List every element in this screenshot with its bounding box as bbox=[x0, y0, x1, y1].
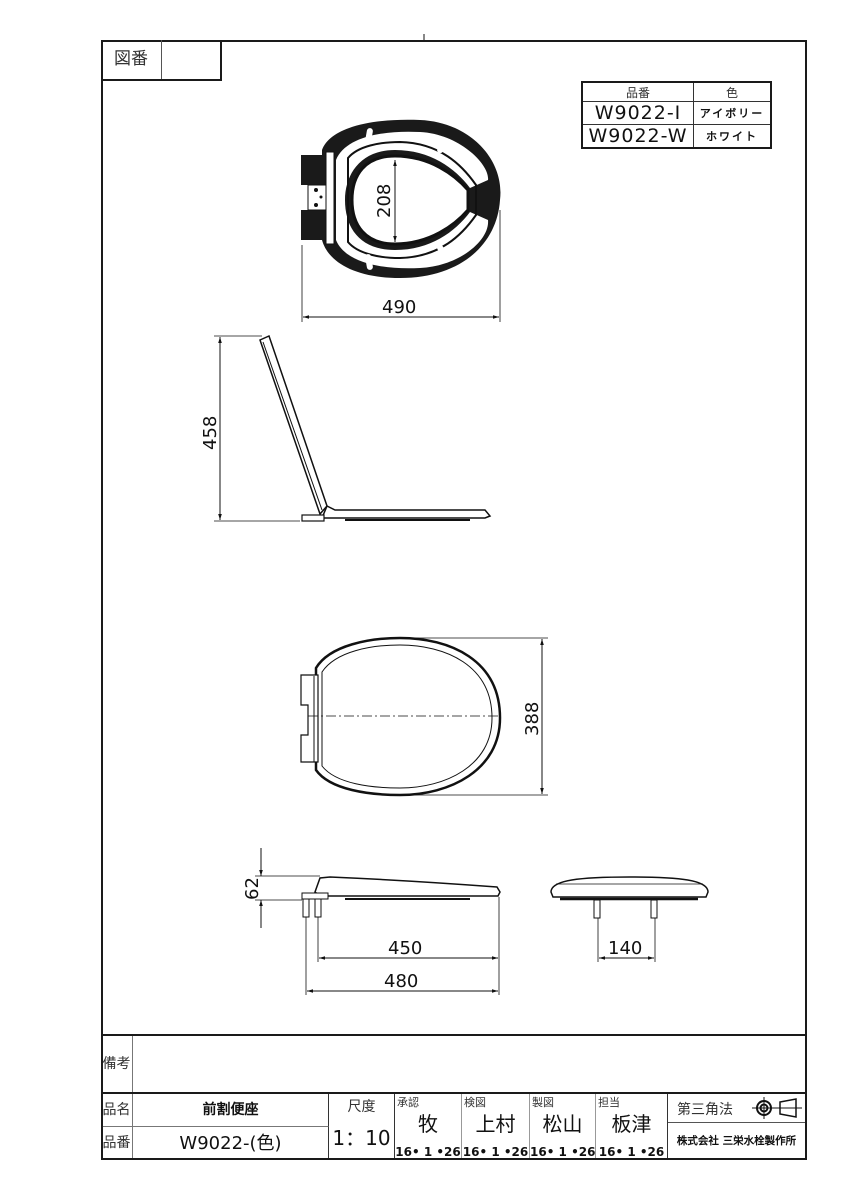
dim-458: 458 bbox=[200, 416, 221, 450]
info-row: 品名 前割便座 品番 W9022-(色) 尺度 1：10 承認 牧 16• 1 … bbox=[101, 1092, 807, 1160]
table-row: W9022-W ホワイト bbox=[581, 124, 772, 149]
part-no-label: 品番 bbox=[101, 1127, 133, 1160]
company-name: 株式会社 三栄水栓製作所 bbox=[676, 1135, 797, 1147]
dim-480: 480 bbox=[384, 971, 418, 992]
charge-date: 16• 1 •26 bbox=[598, 1145, 665, 1159]
dim-388: 388 bbox=[522, 702, 543, 736]
projection-label: 第三角法 bbox=[677, 1102, 733, 1118]
product-name-label: 品名 bbox=[101, 1094, 133, 1127]
color-variant-table: 品番 色 W9022-I アイボリー W9022-W ホワイト bbox=[581, 81, 772, 149]
check-date: 16• 1 •26 bbox=[462, 1145, 529, 1159]
check-role: 検図 bbox=[464, 1096, 486, 1109]
part-no-cell: W9022-W bbox=[581, 124, 694, 149]
draft-name: 松山 bbox=[542, 1112, 583, 1136]
dim-208: 208 bbox=[374, 184, 395, 218]
approval-cell: 承認 牧 16• 1 •26 bbox=[395, 1094, 462, 1160]
remarks-label: 備考 bbox=[101, 1036, 133, 1092]
third-angle-projection-icon bbox=[752, 1097, 802, 1119]
draft-date: 16• 1 •26 bbox=[530, 1145, 596, 1159]
side-view-open: 458 bbox=[200, 334, 492, 522]
title-block-border bbox=[101, 1034, 807, 1160]
dim-490: 490 bbox=[382, 297, 416, 318]
approval-date: 16• 1 •26 bbox=[395, 1145, 461, 1159]
header-color: 色 bbox=[693, 81, 772, 102]
color-cell: アイボリー bbox=[693, 101, 772, 125]
plan-view: 388 bbox=[300, 636, 548, 797]
dim-450: 450 bbox=[388, 938, 422, 959]
drawing-number-box: 図番 bbox=[101, 40, 222, 81]
scale-value: 1：10 bbox=[332, 1126, 391, 1150]
remarks-row: 備考 bbox=[101, 1034, 807, 1092]
approval-name: 牧 bbox=[418, 1112, 438, 1136]
side-view-closed: 62 450 480 bbox=[242, 848, 501, 995]
draft-role: 製図 bbox=[532, 1096, 554, 1109]
check-name: 上村 bbox=[475, 1112, 516, 1136]
scale-cell: 尺度 1：10 bbox=[329, 1094, 395, 1160]
top-view: 208 490 bbox=[301, 119, 501, 322]
charge-cell: 担当 板津 16• 1 •26 bbox=[596, 1094, 668, 1160]
charge-role: 担当 bbox=[598, 1096, 620, 1109]
projection-cell: 第三角法 bbox=[668, 1094, 805, 1123]
part-no: W9022-(色) bbox=[133, 1127, 329, 1160]
title-block: 備考 品名 前割便座 品番 W9022-(色) 尺度 1：10 承認 牧 16•… bbox=[101, 1034, 807, 1160]
check-cell: 検図 上村 16• 1 •26 bbox=[462, 1094, 530, 1160]
color-cell: ホワイト bbox=[693, 124, 772, 149]
table-row: W9022-I アイボリー bbox=[581, 101, 772, 125]
scale-label: 尺度 bbox=[347, 1099, 376, 1115]
product-name: 前割便座 bbox=[133, 1094, 329, 1127]
dim-62: 62 bbox=[242, 877, 263, 900]
part-no-cell: W9022-I bbox=[581, 101, 694, 125]
approval-role: 承認 bbox=[397, 1096, 419, 1109]
drawing-number-label: 図番 bbox=[101, 40, 162, 79]
rear-view: 140 bbox=[550, 876, 709, 962]
dim-140: 140 bbox=[608, 938, 642, 959]
draft-cell: 製図 松山 16• 1 •26 bbox=[530, 1094, 596, 1160]
charge-name: 板津 bbox=[611, 1112, 652, 1136]
